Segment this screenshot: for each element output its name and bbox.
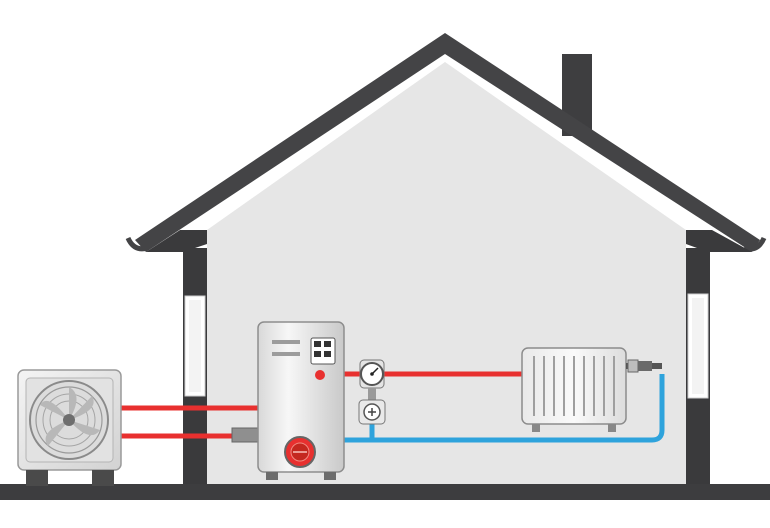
pump-icon <box>363 403 381 421</box>
roof-inner-right <box>686 230 752 252</box>
valve-icon <box>627 359 652 373</box>
right-window <box>687 293 709 399</box>
fan-icon <box>29 380 109 460</box>
indicator-light <box>315 370 325 380</box>
left-window <box>184 295 206 397</box>
radiator-icon <box>533 356 615 416</box>
control-panel-icon <box>310 337 336 365</box>
heating-element-icon <box>284 436 316 468</box>
outdoor-supply-pipes <box>120 405 263 443</box>
right-gutter <box>743 236 767 252</box>
cold-return-pipe <box>343 374 665 443</box>
pressure-gauge <box>359 359 385 400</box>
roof-inner-left <box>146 230 207 252</box>
outdoor-unit <box>17 369 122 486</box>
gauge-icon <box>360 362 384 386</box>
left-gutter <box>125 236 149 252</box>
thermostatic-valve <box>626 359 662 373</box>
hot-water-cylinder <box>257 321 345 480</box>
radiator <box>521 347 627 432</box>
ground <box>0 484 770 500</box>
circulation-pump <box>358 399 386 425</box>
